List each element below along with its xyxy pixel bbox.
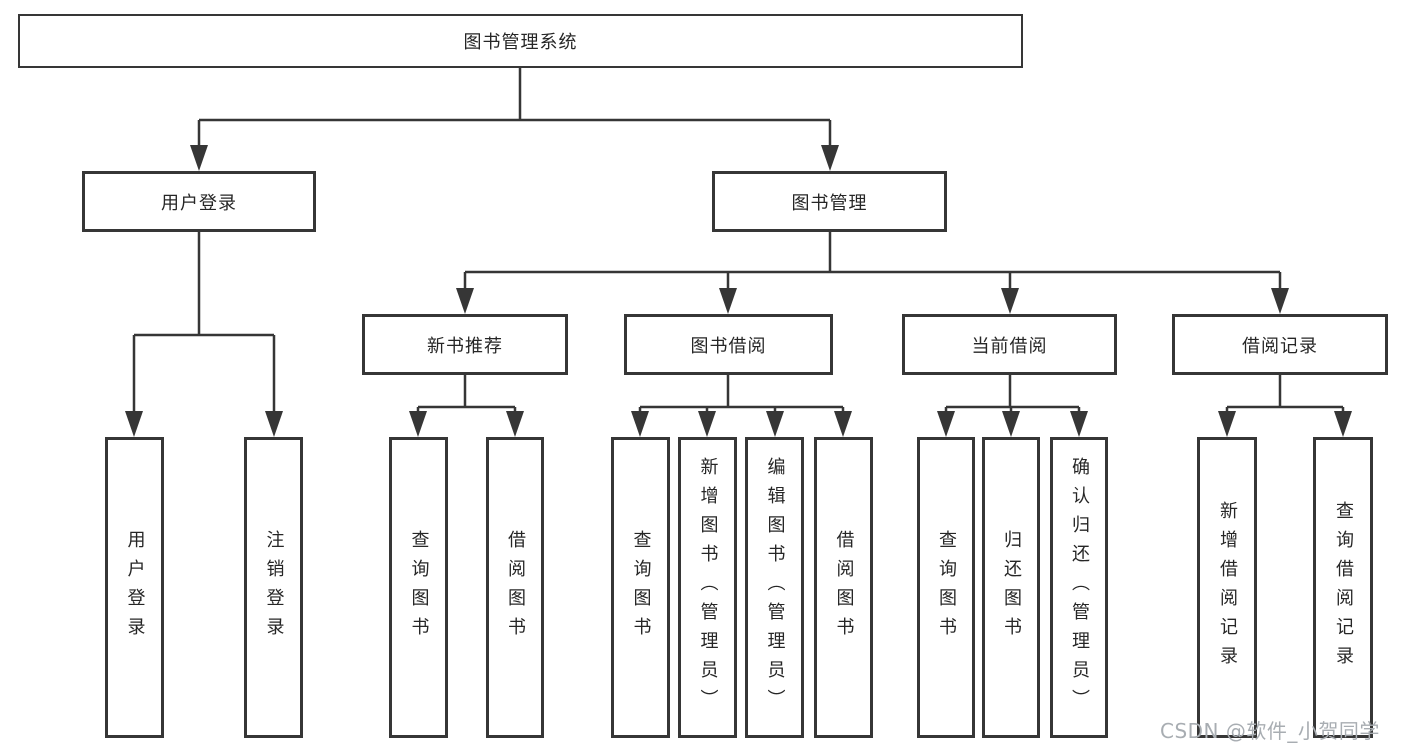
leaf-query-borrow-record: 查询借阅记录 — [1313, 437, 1373, 738]
node-label: 借阅图书 — [505, 529, 526, 646]
node-label: 用户登录 — [161, 192, 237, 214]
node-borrowing-records: 借阅记录 — [1172, 314, 1388, 375]
node-label: 图书管理系统 — [463, 32, 578, 53]
node-label: 图书借阅 — [690, 335, 767, 357]
watermark: CSDN @软件_小贺同学 — [1160, 719, 1380, 743]
node-book-management: 图书管理 — [712, 171, 947, 232]
leaf-user-login: 用户登录 — [105, 437, 164, 738]
node-label: 借阅记录 — [1242, 335, 1318, 357]
node-label: 图书管理 — [791, 192, 868, 214]
node-label: 当前借阅 — [971, 335, 1048, 357]
node-new-book-recommendation: 新书推荐 — [362, 314, 568, 375]
node-label: 查询借阅记录 — [1333, 500, 1354, 675]
leaf-confirm-return-admin: 确认归还（管理员） — [1050, 437, 1108, 738]
leaf-query-books-current: 查询图书 — [917, 437, 975, 738]
node-label: 新书推荐 — [427, 335, 503, 357]
node-label: 查询图书 — [408, 529, 430, 646]
leaf-query-books-recommend: 查询图书 — [389, 437, 448, 738]
leaf-query-books-borrowing: 查询图书 — [611, 437, 670, 738]
node-label: 借阅图书 — [833, 529, 855, 646]
node-root: 图书管理系统 — [18, 14, 1023, 68]
leaf-borrow-books-recommend: 借阅图书 — [486, 437, 544, 738]
leaf-return-books: 归还图书 — [982, 437, 1040, 738]
node-label: 归还图书 — [1001, 529, 1022, 646]
leaf-add-borrow-record: 新增借阅记录 — [1197, 437, 1257, 738]
leaf-edit-book-admin: 编辑图书（管理员） — [745, 437, 804, 738]
node-book-borrowing: 图书借阅 — [624, 314, 833, 375]
arrowheads — [125, 145, 1352, 437]
node-label: 新增图书（管理员） — [697, 457, 719, 718]
node-user-login: 用户登录 — [82, 171, 316, 232]
leaf-add-book-admin: 新增图书（管理员） — [678, 437, 737, 738]
node-label: 确认归还（管理员） — [1069, 457, 1090, 718]
node-label: 用户登录 — [124, 529, 146, 646]
node-label: 注销登录 — [263, 529, 285, 646]
leaf-borrow-books-borrowing: 借阅图书 — [814, 437, 873, 738]
node-label: 编辑图书（管理员） — [764, 457, 786, 718]
node-label: 新增借阅记录 — [1217, 500, 1238, 675]
leaf-logout: 注销登录 — [244, 437, 303, 738]
node-label: 查询图书 — [630, 529, 652, 646]
node-current-borrowing: 当前借阅 — [902, 314, 1117, 375]
node-label: 查询图书 — [936, 529, 957, 646]
